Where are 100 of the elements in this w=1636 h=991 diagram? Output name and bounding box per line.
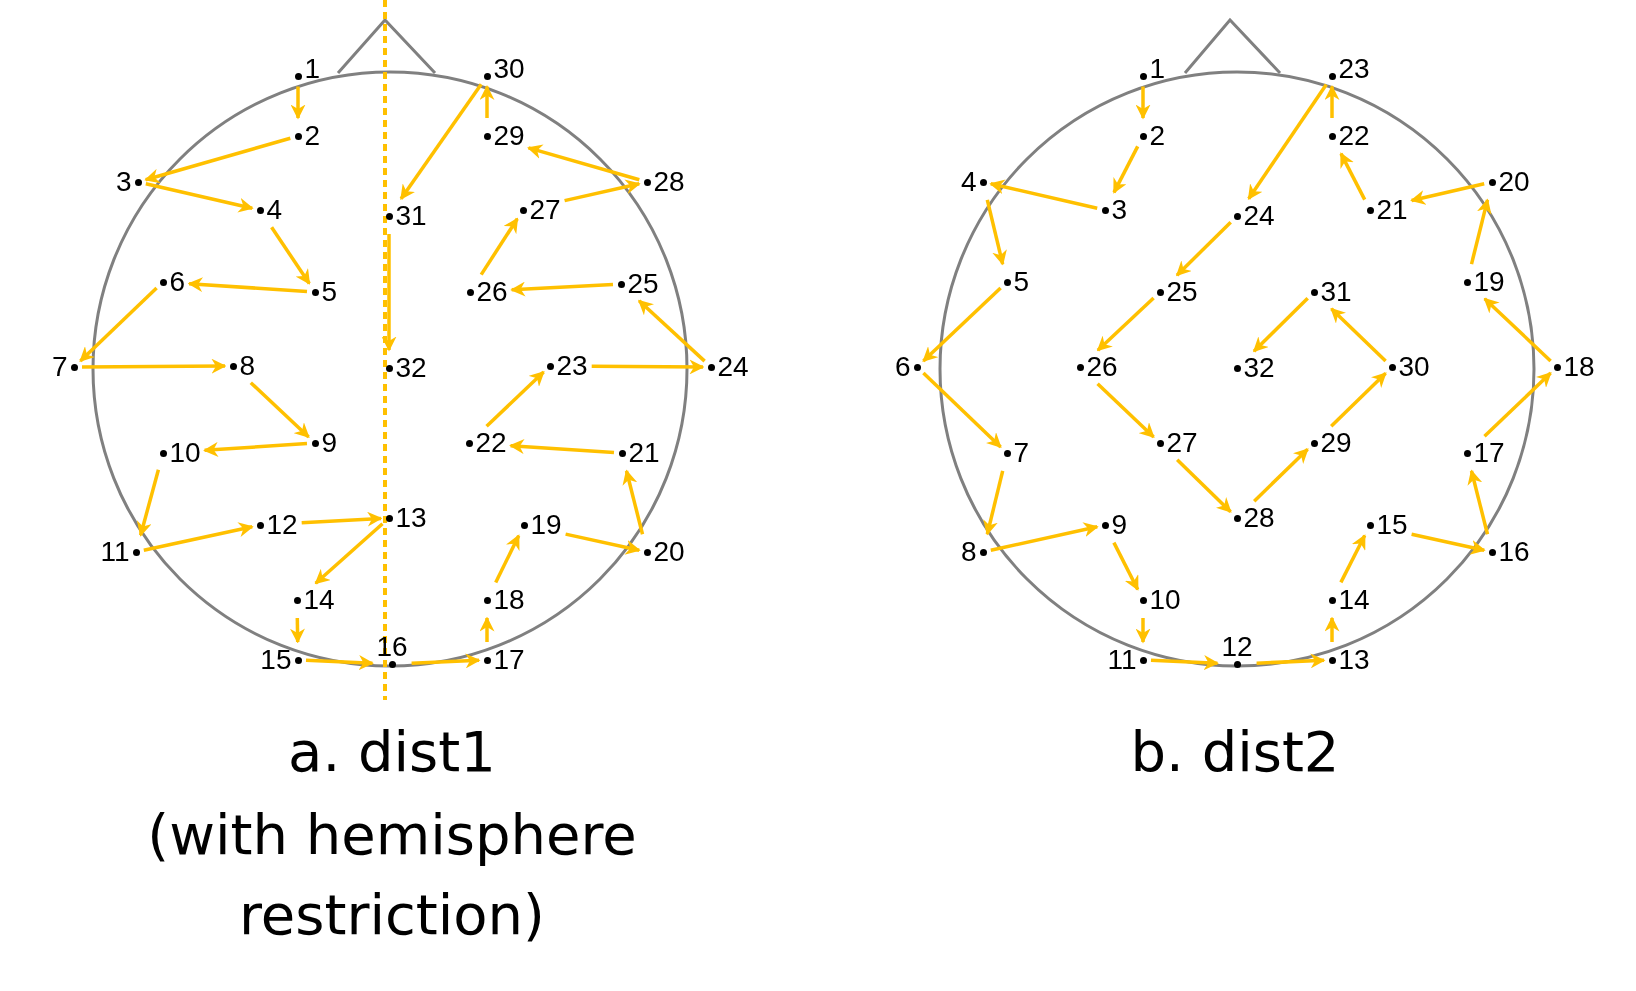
electrode-number: 2 (304, 122, 321, 150)
arrow (1096, 296, 1155, 352)
arrow (1483, 297, 1552, 363)
arrow (1135, 618, 1151, 644)
arrow (1256, 653, 1326, 669)
electrode-number: 1 (304, 54, 321, 83)
arrow (290, 617, 305, 644)
electrode-number: 7 (51, 353, 68, 381)
electrode-number: 23 (1338, 54, 1370, 83)
electrode-number: 12 (266, 511, 298, 539)
electrode-number: 28 (653, 168, 685, 196)
electrode-number: 27 (1166, 429, 1198, 457)
electrode-number: 25 (1166, 278, 1198, 306)
arrow (1324, 85, 1340, 118)
electrode-number: 31 (395, 202, 427, 230)
arrow (1324, 616, 1340, 642)
subfigure-caption: (with hemisphere restriction) (146, 801, 638, 949)
electrode-number: 13 (395, 504, 427, 532)
arrow (1150, 655, 1219, 671)
electrode-number: 14 (1338, 586, 1370, 614)
electrode-number: 29 (1320, 429, 1352, 457)
arrow (985, 199, 1007, 266)
arrow (290, 86, 306, 120)
electrode-number: 9 (321, 429, 338, 457)
electrode-number: 24 (717, 353, 749, 381)
arrow (479, 217, 519, 276)
arrow (1339, 534, 1367, 584)
arrow (509, 439, 615, 455)
arrow (314, 522, 384, 585)
electrode-number: 11 (100, 538, 130, 566)
arrow (381, 234, 397, 352)
arrow (591, 359, 705, 375)
electrode-number: 8 (239, 352, 256, 380)
arrow (1135, 86, 1151, 120)
subfigure-caption: a. dist1 (287, 718, 497, 786)
electrode-number: 32 (1243, 354, 1275, 382)
electrode-number: 5 (1013, 268, 1030, 296)
electrode-number: 12 (1221, 632, 1253, 661)
arrow (249, 381, 310, 439)
electrode-number: 4 (960, 168, 977, 196)
arrow (270, 226, 311, 285)
electrode-number: 20 (1498, 168, 1530, 196)
arrow (1483, 371, 1552, 438)
electrode-number: 10 (169, 439, 201, 467)
electrode-number: 6 (894, 353, 911, 381)
electrode-number: 3 (115, 168, 132, 196)
electrode-number: 29 (493, 122, 525, 150)
arrow (1410, 182, 1485, 205)
arrow (1112, 541, 1140, 591)
arrow (510, 281, 614, 297)
electrode-number: 2 (1149, 122, 1166, 150)
electrode-number: 23 (556, 352, 588, 380)
electrode-number: 9 (1111, 511, 1128, 539)
electrode-number: 24 (1243, 202, 1275, 230)
arrow (82, 358, 227, 374)
arrow (983, 470, 1005, 536)
arrow (203, 441, 308, 457)
electrode-number: 22 (475, 429, 507, 457)
electrode-number: 5 (321, 278, 338, 306)
arrow (479, 616, 495, 642)
electrode-number: 4 (266, 196, 283, 224)
arrow (989, 179, 1098, 210)
electrode-number: 16 (376, 632, 408, 661)
arrow (1469, 198, 1492, 265)
arrow (637, 299, 706, 363)
arrow (479, 85, 495, 118)
electrode-number: 30 (1398, 353, 1430, 381)
arrow (145, 182, 254, 213)
arrow (1176, 458, 1232, 514)
electrode-number: 17 (493, 646, 525, 674)
electrode-number: 13 (1338, 646, 1370, 674)
arrow (1175, 221, 1232, 277)
electrode-number: 3 (1111, 196, 1128, 224)
arrow (1096, 382, 1155, 439)
arrow (143, 522, 254, 552)
electrode-number: 11 (1107, 646, 1137, 674)
arrow (564, 179, 641, 203)
arrow (1339, 152, 1367, 201)
electrode-number: 26 (476, 278, 508, 306)
electrode-number: 19 (1473, 268, 1505, 296)
arrow (527, 144, 640, 182)
electrode-number: 8 (960, 538, 977, 566)
arrow (622, 469, 645, 535)
arrow (411, 653, 481, 669)
arrow (1252, 297, 1309, 353)
electrode-number: 32 (395, 354, 427, 382)
electrode-number: 22 (1338, 122, 1370, 150)
electrode-number: 19 (530, 511, 562, 539)
arrow (136, 469, 161, 537)
electrode-number: 18 (1563, 353, 1595, 381)
electrode-number: 16 (1498, 538, 1530, 566)
arrow (565, 532, 641, 555)
arrow (1411, 532, 1486, 555)
electrode-number: 15 (260, 646, 292, 674)
electrode-number: 18 (493, 586, 525, 614)
arrow (1467, 469, 1490, 535)
arrow (144, 136, 291, 184)
electrode-number: 10 (1149, 586, 1181, 614)
arrow (305, 655, 374, 671)
arrow (1112, 145, 1140, 194)
